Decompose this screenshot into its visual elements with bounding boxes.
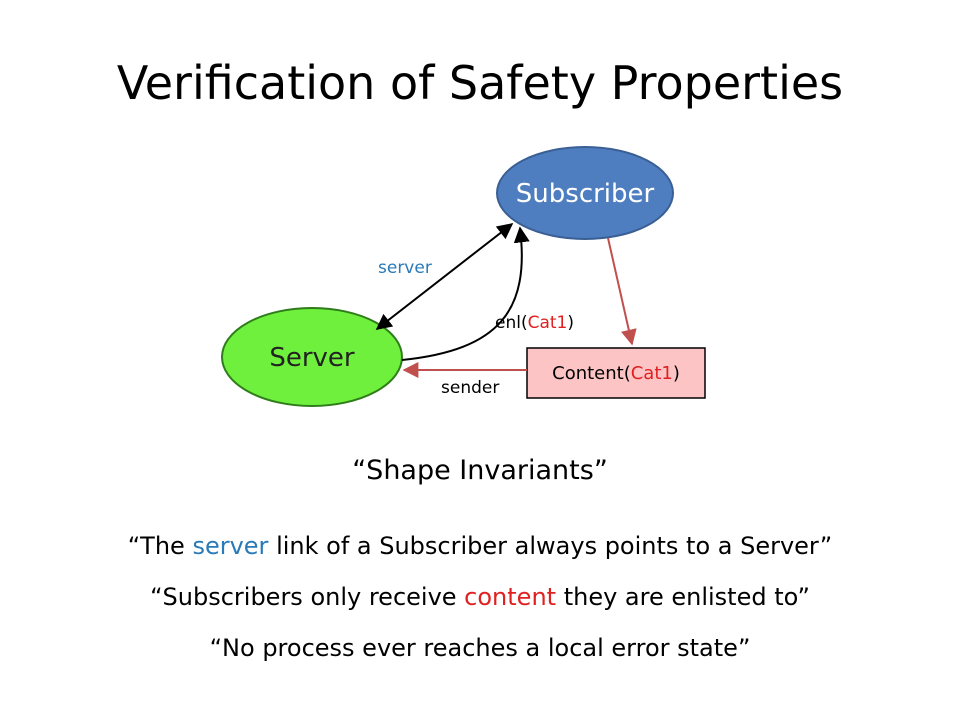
invariant-1-highlight: server	[192, 532, 269, 560]
content-label-arg: Cat1	[631, 363, 673, 384]
invariant-2-pre: “Subscribers only receive	[150, 583, 465, 611]
server-edge-label: server	[378, 258, 432, 278]
content-node	[526, 347, 706, 399]
enl-label-suffix: )	[567, 313, 574, 333]
enl-label-arg: Cat1	[528, 313, 568, 333]
subscriber-to-content-edge	[607, 237, 637, 346]
invariant-content: “Subscribers only receive content they a…	[0, 583, 960, 611]
server-node	[221, 307, 403, 407]
shape-invariants-heading: “Shape Invariants”	[352, 455, 608, 486]
enl-label-prefix: enl(	[495, 313, 528, 333]
subscriber-node	[496, 146, 674, 240]
enl-edge-label: enl(Cat1)	[495, 313, 574, 333]
content-label-prefix: Content(	[552, 363, 631, 384]
invariant-1-post: link of a Subscriber always points to a …	[268, 532, 833, 560]
sender-edge-label: sender	[441, 378, 499, 398]
enl-edge	[401, 226, 530, 361]
server-edge	[375, 223, 514, 330]
subscriber-label: Subscriber	[516, 179, 655, 209]
invariant-3-text: “No process ever reaches a local error s…	[209, 634, 751, 662]
invariant-2-post: they are enlisted to”	[556, 583, 810, 611]
invariant-2-highlight: content	[464, 583, 557, 611]
content-label-suffix: )	[673, 363, 680, 384]
slide-title: Verification of Safety Properties	[116, 56, 844, 110]
invariant-server-link: “The server link of a Subscriber always …	[0, 532, 960, 560]
invariant-no-error: “No process ever reaches a local error s…	[0, 634, 960, 662]
invariant-1-pre: “The	[127, 532, 193, 560]
content-label: Content(Cat1)	[552, 363, 680, 384]
server-label: Server	[269, 343, 355, 373]
